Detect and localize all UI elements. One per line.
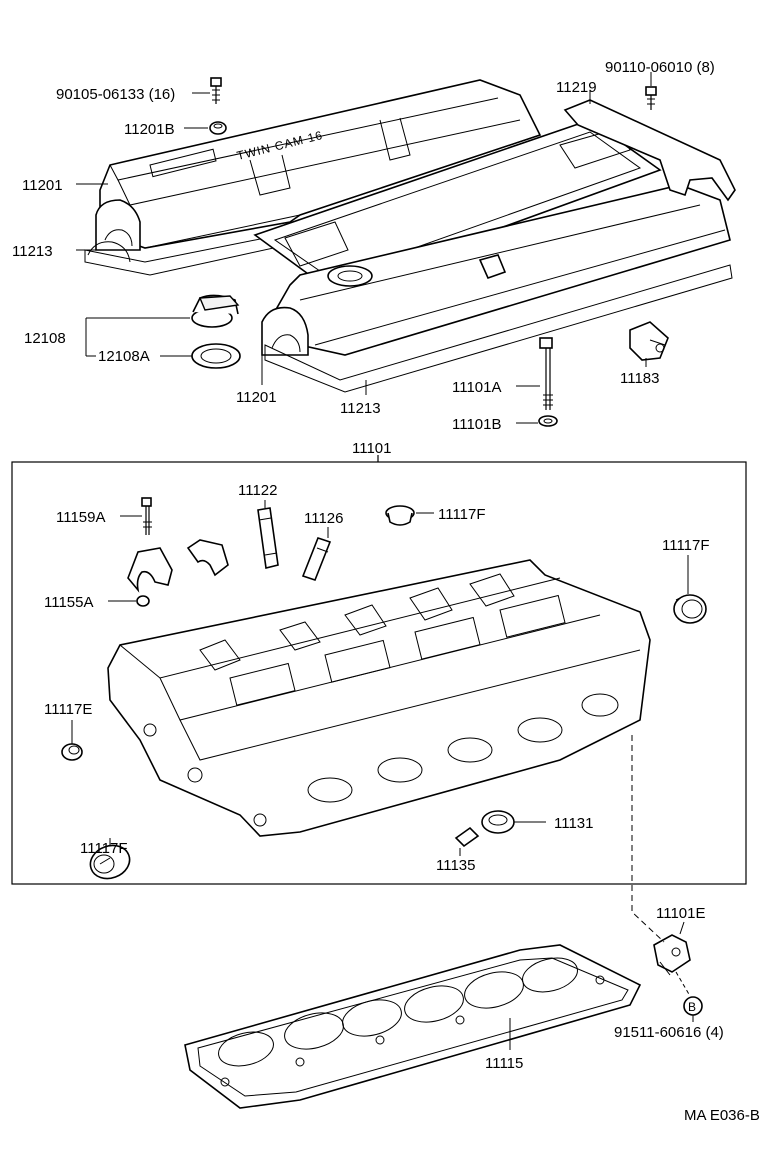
oil-filler-cap-12108 [191, 294, 240, 328]
plug-11117F-a [385, 505, 415, 526]
diagram-code: MA E036-B [684, 1107, 760, 1124]
head-bolt-11101A [539, 337, 553, 410]
label-12108: 12108 [24, 330, 66, 347]
label-12108A: 12108A [98, 348, 150, 365]
label-11155A: 11155A [44, 594, 94, 611]
head-gasket-11115 [184, 944, 642, 1109]
label-11201-top: 11201 [22, 177, 63, 194]
grommet-11201B [209, 121, 227, 135]
cylinder-head-cover-lower [261, 184, 731, 356]
label-11115: 11115 [485, 1055, 523, 1072]
bolt-90110 [645, 86, 657, 110]
label-11117F-b: 11117F [662, 537, 710, 554]
sensor-11101E [653, 934, 691, 976]
washer-11101B [538, 415, 558, 427]
bolt-90105 [210, 77, 222, 104]
label-11201B: 11201B [124, 121, 175, 138]
cylinder-head-assembly-box [11, 455, 747, 885]
stud-11126 [301, 537, 332, 581]
plug-11117F-b [673, 594, 707, 624]
plug-11117F-c [89, 844, 131, 880]
label-11122: 11122 [238, 482, 278, 499]
leader-lines [71, 72, 694, 1050]
label-11183: 11183 [620, 370, 660, 387]
label-11126: 11126 [304, 510, 344, 527]
label-11101E: 11101E [656, 905, 706, 922]
oil-filler-cap-gasket-12108A [191, 343, 241, 369]
label-11101: 11101 [352, 440, 392, 457]
label-11201-bottom: 11201 [236, 389, 277, 406]
cylinder-head-cover-upper: TWIN CAM 16 [95, 79, 542, 251]
dashed-leader-b [631, 735, 691, 997]
callout-b-circle: B [683, 996, 703, 1016]
label-91511: 91511-60616 (4) [614, 1024, 724, 1041]
callout-b: B [688, 1000, 696, 1014]
label-11101B: 11101B [452, 416, 502, 433]
label-90105: 90105-06133 (16) [56, 86, 175, 103]
dowel-11155A [136, 595, 150, 607]
plug-11117E [61, 743, 83, 761]
label-11213-bottom: 11213 [340, 400, 381, 417]
label-11101A: 11101A [452, 379, 502, 396]
ignition-coil-bracket-11219 [563, 99, 736, 202]
stud-11122 [257, 507, 279, 569]
bearing-cap-11155 [127, 539, 229, 593]
seal-11135 [454, 826, 480, 848]
part-labels: 90105-06133 (16) 11201B 11201 11213 9011… [12, 59, 760, 1124]
label-11219: 11219 [556, 79, 597, 96]
label-11117F-c: 11117F [80, 840, 128, 857]
label-11117E: 11117E [44, 701, 92, 718]
label-11117F-a: 11117F [438, 506, 486, 523]
cylinder-head-11101 [107, 559, 651, 837]
oil-seal-11131 [481, 810, 515, 834]
center-cover-plate [253, 119, 662, 291]
label-11135: 11135 [436, 857, 476, 874]
label-90110: 90110-06010 (8) [605, 59, 715, 76]
head-cover-gasket-lower [264, 264, 733, 393]
bolt-11159A [141, 497, 152, 535]
label-11131: 11131 [554, 815, 594, 832]
cover-part-11183 [629, 321, 669, 361]
label-11213-top: 11213 [12, 243, 53, 260]
label-11159A: 11159A [56, 509, 106, 526]
